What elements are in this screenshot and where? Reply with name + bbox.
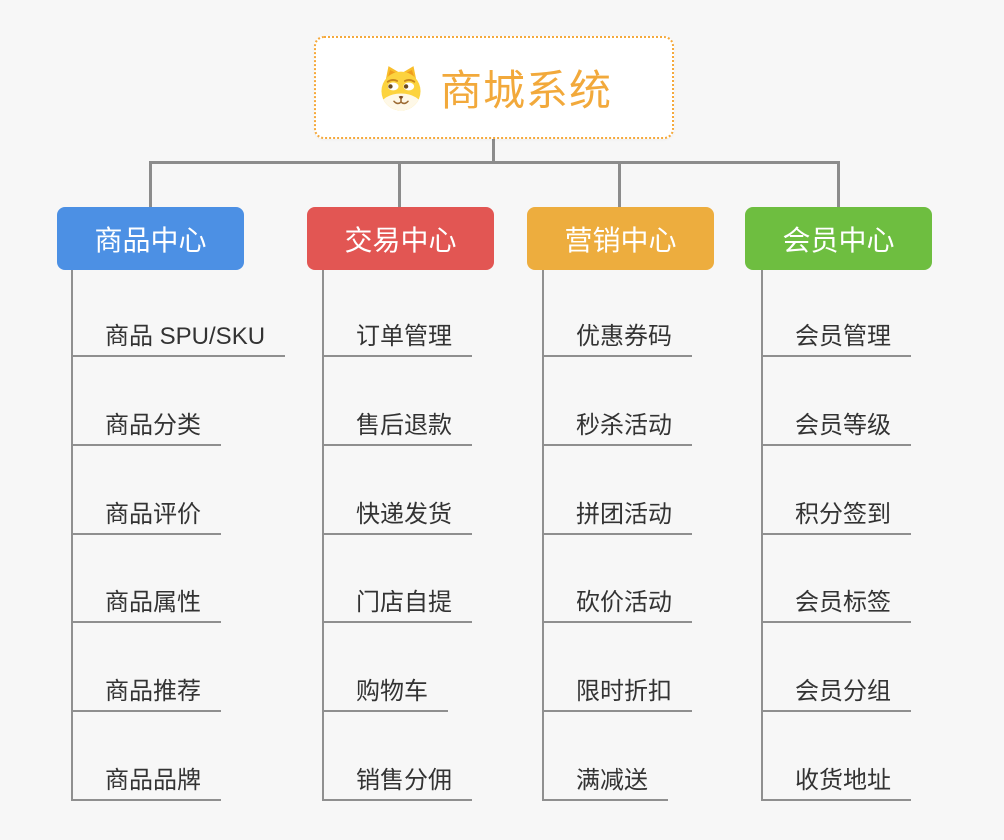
branch-trunk (761, 270, 763, 801)
leaf-topic[interactable]: 会员等级 (761, 410, 911, 446)
branch-trunk (71, 270, 73, 801)
branch-node-member-center[interactable]: 会员中心 (745, 207, 932, 270)
leaf-topic[interactable]: 积分签到 (761, 499, 911, 535)
leaf-topic[interactable]: 拼团活动 (542, 499, 692, 535)
connector-drop (618, 161, 621, 208)
leaf-topic[interactable]: 订单管理 (322, 321, 472, 357)
leaf-topic[interactable]: 满减送 (542, 765, 668, 801)
leaf-topic[interactable]: 商品推荐 (71, 676, 221, 712)
branch-node-product-center[interactable]: 商品中心 (57, 207, 244, 270)
branch-label: 商品中心 (94, 224, 207, 256)
leaf-topic[interactable]: 收货地址 (761, 765, 911, 801)
leaf-topic[interactable]: 售后退款 (322, 410, 472, 446)
connector-drop (837, 161, 840, 208)
root-topic[interactable]: 商城系统 (314, 36, 674, 139)
shiba-dog-face-icon (381, 65, 421, 111)
leaf-topic[interactable]: 优惠券码 (542, 321, 692, 357)
leaf-topic[interactable]: 商品分类 (71, 410, 221, 446)
leaf-topic[interactable]: 限时折扣 (542, 676, 692, 712)
leaf-topic[interactable]: 快递发货 (322, 499, 472, 535)
connector-drop (398, 161, 401, 208)
branch-trunk (322, 270, 324, 801)
leaf-topic[interactable]: 商品品牌 (71, 765, 221, 801)
branch-node-marketing-center[interactable]: 营销中心 (527, 207, 714, 270)
leaf-topic[interactable]: 秒杀活动 (542, 410, 692, 446)
connector-root-stub (492, 139, 495, 164)
leaf-topic[interactable]: 商品 SPU/SKU (71, 321, 286, 357)
branch-node-trade-center[interactable]: 交易中心 (307, 207, 494, 270)
leaf-topic[interactable]: 商品评价 (71, 499, 221, 535)
root-topic-label: 商城系统 (439, 67, 612, 114)
branch-label: 营销中心 (564, 224, 677, 256)
leaf-topic[interactable]: 门店自提 (322, 587, 472, 623)
leaf-topic[interactable]: 会员管理 (761, 321, 911, 357)
branch-label: 交易中心 (344, 224, 457, 256)
branch-label: 会员中心 (782, 224, 895, 256)
leaf-topic[interactable]: 会员标签 (761, 587, 911, 623)
leaf-topic[interactable]: 商品属性 (71, 587, 221, 623)
leaf-topic[interactable]: 会员分组 (761, 676, 911, 712)
connector-bus (149, 161, 840, 164)
leaf-topic[interactable]: 购物车 (322, 676, 448, 712)
branch-trunk (542, 270, 544, 801)
leaf-topic[interactable]: 销售分佣 (322, 765, 472, 801)
connector-drop (149, 161, 152, 208)
leaf-topic[interactable]: 砍价活动 (542, 587, 692, 623)
